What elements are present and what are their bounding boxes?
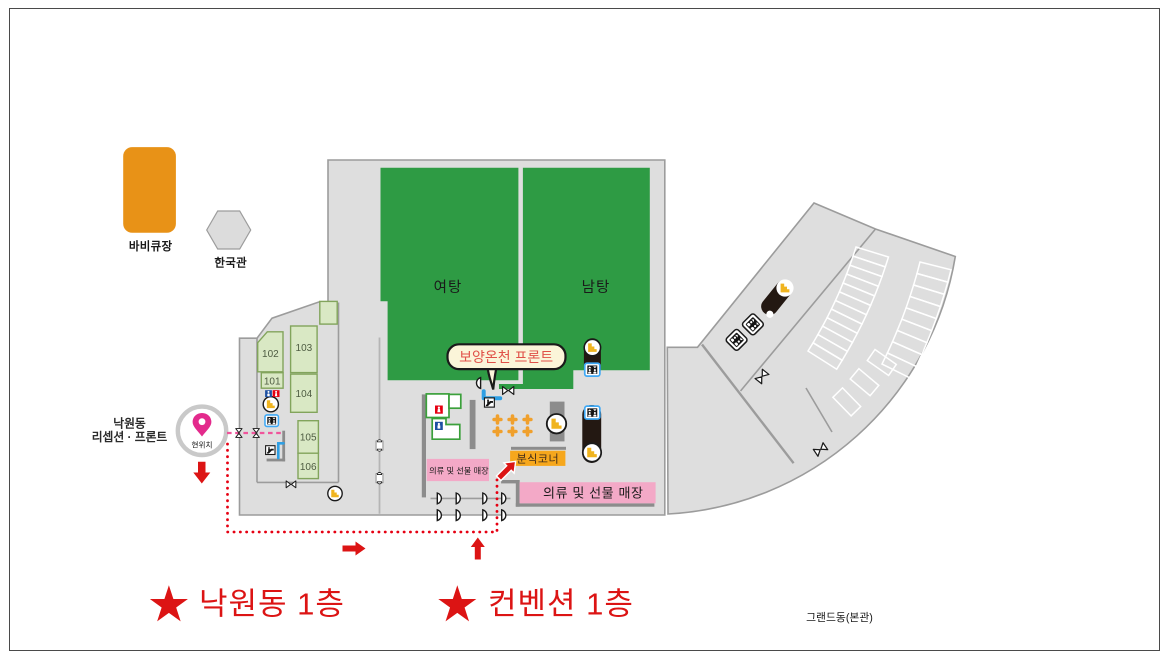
- wing-plaza-wall: [701, 343, 795, 464]
- marker2-label: 컨벤션 1층: [488, 587, 634, 622]
- shop-large-label: 의류 및 선물 매장: [543, 486, 644, 501]
- annex-ramp-icon: [277, 442, 285, 460]
- room-102-label: 102: [262, 349, 279, 360]
- restroom-wall: [421, 394, 426, 498]
- korea-hall-shape: [206, 210, 252, 250]
- front-desk-bubble: 보양온천 프론트: [446, 343, 567, 390]
- room-104-label: 104: [296, 389, 313, 400]
- wing-corridor-wall: [739, 228, 877, 392]
- building-note-label: 그랜드동(본관): [806, 611, 873, 624]
- snack-corner-box: [510, 450, 566, 466]
- room-102: [257, 331, 284, 373]
- parking-stall: [849, 367, 880, 397]
- korea-hall-label: 한국관: [214, 256, 247, 270]
- bath-women-area: [380, 167, 519, 381]
- parking-stall: [881, 351, 918, 380]
- snack-corner-label: 분식코너: [517, 453, 559, 466]
- wing-building: [666, 202, 957, 515]
- wing-internals: [701, 228, 952, 464]
- room-106-label: 106: [300, 462, 317, 473]
- reception-label-line2: 리셉션 · 프론트: [92, 430, 168, 444]
- location-pin-icon: [192, 413, 212, 437]
- marker1-star-icon: [149, 585, 188, 622]
- shop-small-box: [426, 458, 489, 482]
- route-red-dotted-path: [226, 442, 499, 534]
- bath-men-label: 남탕: [582, 279, 611, 296]
- bath-women-label: 여탕: [434, 279, 463, 296]
- map-border: [9, 8, 1160, 651]
- footer: 낙원동 1층 컨벤션 1층 그랜드동(본관): [149, 585, 873, 624]
- room-104: [289, 373, 318, 414]
- main-internals: 여탕 남탕 102 103 104 105 106: [256, 167, 656, 514]
- room-105-label: 105: [300, 433, 317, 444]
- route-snack-arrow: [495, 460, 517, 482]
- front-desk-bubble-label: 보양온천 프론트: [459, 349, 553, 365]
- room-101: [260, 372, 284, 389]
- shop-large-wall-bottom: [515, 503, 655, 507]
- annex-l-wall-v: [282, 430, 286, 462]
- parking-stall: [866, 348, 898, 377]
- annex-rooms: 102 103 104 105 106: [257, 300, 338, 480]
- shop-small-label: 의류 및 선물 매장: [429, 466, 489, 476]
- parking-stalls: [806, 246, 952, 417]
- snack-wall: [511, 446, 566, 450]
- spa-wall-1: [469, 399, 476, 450]
- marker1-label: 낙원동 1층: [199, 587, 345, 622]
- shop-large-box: [519, 482, 656, 504]
- bath-men-area: [499, 167, 650, 389]
- escalator-icon-wing: [761, 279, 794, 318]
- room-annex-top: [319, 300, 338, 325]
- front-desk-bubble-box: [446, 343, 567, 371]
- route-up-arrow: [470, 537, 485, 560]
- room-106: [297, 452, 320, 480]
- front-desk-bubble-tail: [486, 365, 498, 390]
- route-down-arrow: [193, 461, 211, 484]
- annex-l-wall-h: [266, 458, 286, 462]
- bbq-area-shape: [123, 147, 176, 233]
- room-101-label: 101: [264, 376, 281, 387]
- route-right-arrow: [342, 541, 366, 556]
- restroom-small-room: [448, 393, 462, 410]
- room-103-label: 103: [296, 343, 313, 354]
- marker2-star-icon: [438, 585, 477, 622]
- bbq-area-label: 바비큐장: [129, 239, 173, 253]
- parking-stall: [806, 341, 844, 371]
- legend: 바비큐장 한국관: [123, 147, 252, 270]
- room-103: [289, 325, 318, 374]
- reception-label-line1: 낙원동: [113, 417, 146, 431]
- current-location-label: 현위치: [192, 441, 213, 450]
- shop-large-wall-left: [515, 480, 520, 507]
- route: [193, 431, 517, 560]
- parking-stall: [831, 386, 862, 417]
- current-location: 낙원동 리셉션 · 프론트 현위치: [92, 404, 229, 458]
- wing-parking-divider: [805, 387, 833, 433]
- shop-large-wall-stub: [501, 480, 520, 484]
